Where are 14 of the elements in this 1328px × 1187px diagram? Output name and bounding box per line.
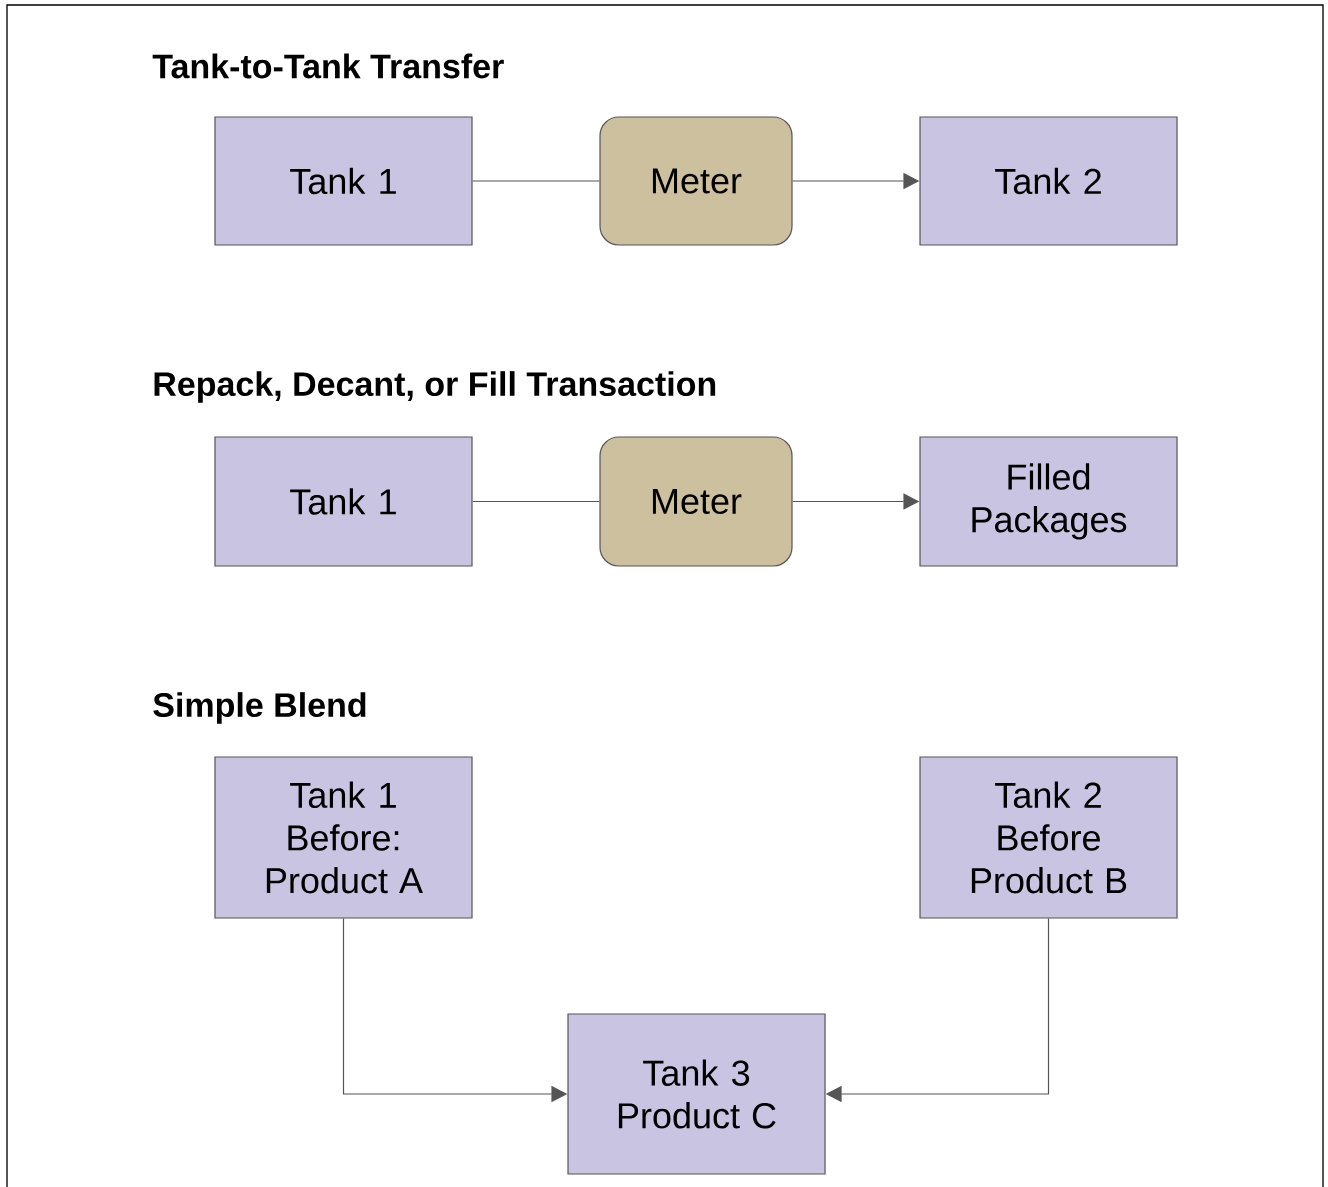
tank-box: Tank 2 Before Product B <box>919 756 1178 919</box>
tank-box: Tank 3 Product C <box>567 1013 826 1175</box>
section-heading: Tank-to-Tank Transfer <box>152 53 504 79</box>
tank-box: Tank 2 <box>919 116 1178 246</box>
tank-box: Tank 1 Before: Product A <box>214 756 473 919</box>
tank-box: Tank 1 <box>214 436 473 567</box>
meter-box: Meter <box>599 436 793 567</box>
section-heading: Simple Blend <box>153 692 366 724</box>
meter-box: Meter <box>599 116 793 246</box>
tank-box: Filled Packages <box>919 436 1178 567</box>
section-heading: Repack, Decant, or Fill Transaction <box>154 371 716 403</box>
connector <box>472 500 600 503</box>
connector <box>472 180 600 182</box>
tank-box: Tank 1 <box>214 116 473 246</box>
